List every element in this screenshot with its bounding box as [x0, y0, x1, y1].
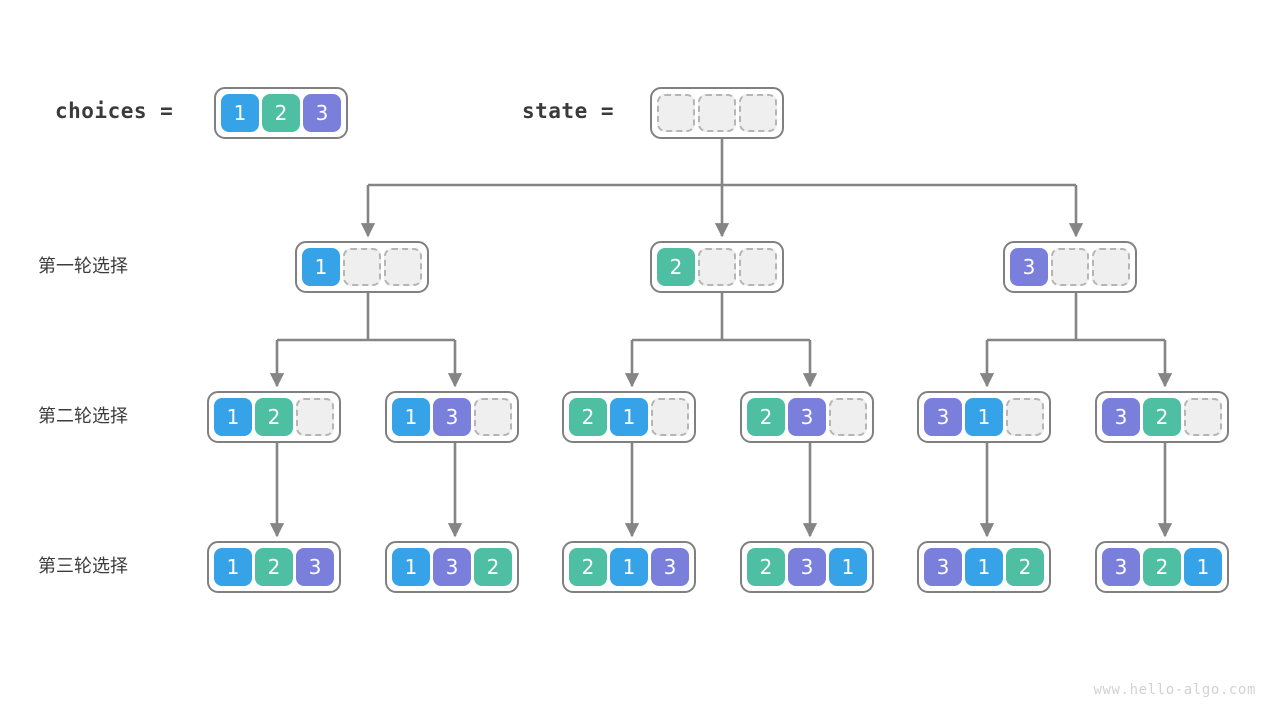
- array-cell-value: 2: [569, 548, 607, 586]
- array-cell-value: 3: [788, 548, 826, 586]
- array-cell-empty: [698, 94, 736, 132]
- array-cell-value: 2: [1143, 548, 1181, 586]
- array-cell-empty: [1051, 248, 1089, 286]
- array-cell-empty: [698, 248, 736, 286]
- array-cell-value: 3: [433, 548, 471, 586]
- array-cell-value: 3: [303, 94, 341, 132]
- array-cell-value: 2: [657, 248, 695, 286]
- array-cell-value: 3: [1102, 548, 1140, 586]
- array-cell-value: 1: [965, 398, 1003, 436]
- array-cell-value: 1: [214, 398, 252, 436]
- state-label: state =: [522, 99, 615, 123]
- edge-group-root-to-round1: [360, 136, 1084, 238]
- array-cell-value: 1: [829, 548, 867, 586]
- array-cell-empty: [296, 398, 334, 436]
- array-cell-value: 3: [1102, 398, 1140, 436]
- array-cell-value: 1: [302, 248, 340, 286]
- array-cell-empty: [1092, 248, 1130, 286]
- array-cell-value: 2: [747, 398, 785, 436]
- array-cell-value: 3: [651, 548, 689, 586]
- array-cell-value: 2: [262, 94, 300, 132]
- array-cell-empty: [343, 248, 381, 286]
- array-cell-value: 3: [296, 548, 334, 586]
- array-cell-value: 3: [924, 548, 962, 586]
- state-node: 3: [1003, 241, 1137, 293]
- array-cell-value: 2: [255, 548, 293, 586]
- array-cell-empty: [739, 248, 777, 286]
- array-cell-empty: [1006, 398, 1044, 436]
- array-cell-value: 1: [392, 398, 430, 436]
- array-cell-value: 2: [1143, 398, 1181, 436]
- array-cell-empty: [1184, 398, 1222, 436]
- array-cell-value: 2: [255, 398, 293, 436]
- array-cell-value: 3: [788, 398, 826, 436]
- array-cell-value: 3: [924, 398, 962, 436]
- watermark: www.hello-algo.com: [1093, 682, 1256, 698]
- row-label-round-3: 第三轮选择: [38, 556, 128, 577]
- choices-label: choices =: [55, 99, 174, 123]
- row-label-round-1: 第一轮选择: [38, 256, 128, 277]
- array-cell-value: 2: [747, 548, 785, 586]
- array-cell-empty: [829, 398, 867, 436]
- state-node: 1: [295, 241, 429, 293]
- array-cell-value: 2: [1006, 548, 1044, 586]
- array-cell-value: 1: [392, 548, 430, 586]
- array-cell-value: 1: [965, 548, 1003, 586]
- state-array: [650, 87, 784, 139]
- array-cell-value: 3: [1010, 248, 1048, 286]
- array-cell-empty: [739, 94, 777, 132]
- array-cell-empty: [384, 248, 422, 286]
- array-cell-value: 1: [214, 548, 252, 586]
- array-cell-value: 1: [610, 548, 648, 586]
- state-node: 2: [650, 241, 784, 293]
- array-cell-empty: [651, 398, 689, 436]
- array-cell-value: 3: [433, 398, 471, 436]
- edge-group-round1-to-round2: [269, 288, 1173, 388]
- edge-group-round2-to-round3: [269, 438, 1173, 538]
- row-label-round-2: 第二轮选择: [38, 406, 128, 427]
- array-cell-value: 1: [221, 94, 259, 132]
- array-cell-empty: [474, 398, 512, 436]
- array-cell-empty: [657, 94, 695, 132]
- array-cell-value: 2: [474, 548, 512, 586]
- array-cell-value: 1: [610, 398, 648, 436]
- array-cell-value: 1: [1184, 548, 1222, 586]
- array-cell-value: 2: [569, 398, 607, 436]
